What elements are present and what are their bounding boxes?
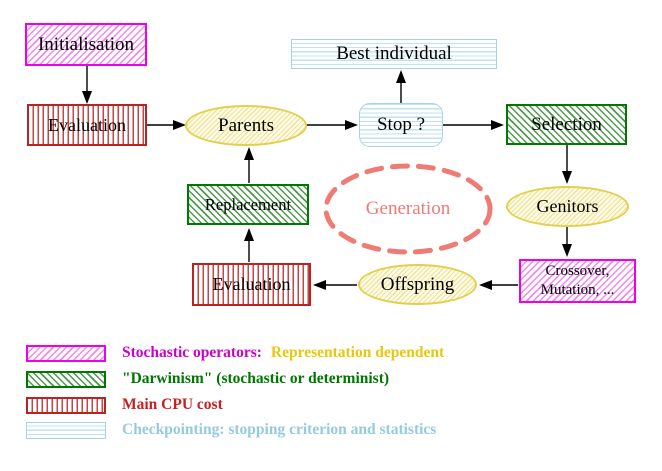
legend-swatch-checkpointing bbox=[26, 421, 106, 439]
node-stop-label: Stop ? bbox=[376, 114, 426, 135]
node-offspring: Offspring bbox=[358, 264, 477, 305]
arrow-initialisation-to-evaluation bbox=[82, 66, 92, 104]
node-parents: Parents bbox=[185, 105, 307, 146]
node-crossover-line1: Crossover, bbox=[545, 263, 610, 280]
legend-swatch-darwinism bbox=[26, 370, 106, 388]
legend-row-main-cpu-cost: Main CPU cost bbox=[26, 396, 223, 414]
arrow-stop-to-selection bbox=[443, 120, 504, 130]
arrow-genitors-to-crossover bbox=[562, 227, 572, 257]
legend-swatch-stochastic-operators bbox=[26, 344, 106, 362]
node-selection-label: Selection bbox=[531, 113, 602, 135]
arrow-crossover-to-offspring bbox=[479, 280, 518, 290]
node-generation: Generation bbox=[330, 196, 486, 222]
node-crossover-mutation: Crossover, Mutation, ... bbox=[519, 259, 636, 303]
node-evaluation-top: Evaluation bbox=[27, 104, 147, 146]
node-best-individual-label: Best individual bbox=[336, 43, 452, 64]
arrow-evaluation-to-parents bbox=[147, 120, 186, 130]
legend-row-stochastic-operators: Stochastic operators: Representation dep… bbox=[26, 344, 444, 362]
legend-swatch-main-cpu-cost bbox=[26, 396, 106, 414]
legend-label-representation-dependent: Representation dependent bbox=[270, 344, 445, 361]
node-replacement-label: Replacement bbox=[204, 194, 292, 214]
legend-row-darwinism: "Darwinism" (stochastic or determinist) bbox=[26, 370, 389, 388]
node-replacement: Replacement bbox=[187, 184, 309, 225]
arrow-evaluation-to-replacement bbox=[244, 228, 254, 262]
arrow-parents-to-stop bbox=[306, 120, 358, 130]
node-evaluation-top-label: Evaluation bbox=[48, 114, 126, 135]
node-evaluation-bottom-label: Evaluation bbox=[212, 274, 291, 294]
arrow-stop-to-best-individual bbox=[396, 70, 406, 103]
legend-label-checkpointing: Checkpointing: stopping criterion and st… bbox=[122, 421, 437, 438]
arrow-selection-to-genitors bbox=[562, 145, 572, 184]
node-crossover-line2: Mutation, ... bbox=[540, 282, 615, 298]
legend-label-stochastic-operators: Stochastic operators: bbox=[122, 344, 262, 361]
legend-row-checkpointing: Checkpointing: stopping criterion and st… bbox=[26, 421, 436, 439]
node-stop: Stop ? bbox=[359, 103, 443, 147]
node-parents-label: Parents bbox=[218, 114, 274, 136]
arrow-offspring-to-evaluation bbox=[313, 280, 357, 290]
node-selection: Selection bbox=[506, 104, 627, 145]
node-generation-label: Generation bbox=[365, 198, 451, 219]
node-initialisation: Initialisation bbox=[25, 23, 147, 66]
node-best-individual: Best individual bbox=[291, 39, 497, 69]
node-genitors: Genitors bbox=[506, 186, 629, 227]
legend-label-main-cpu-cost: Main CPU cost bbox=[122, 396, 223, 413]
node-evaluation-bottom: Evaluation bbox=[192, 263, 311, 306]
legend-label-darwinism: "Darwinism" (stochastic or determinist) bbox=[122, 370, 390, 387]
node-offspring-label: Offspring bbox=[380, 273, 455, 295]
node-initialisation-label: Initialisation bbox=[37, 33, 135, 55]
node-genitors-label: Genitors bbox=[536, 196, 599, 216]
arrow-replacement-to-parents bbox=[244, 147, 254, 183]
